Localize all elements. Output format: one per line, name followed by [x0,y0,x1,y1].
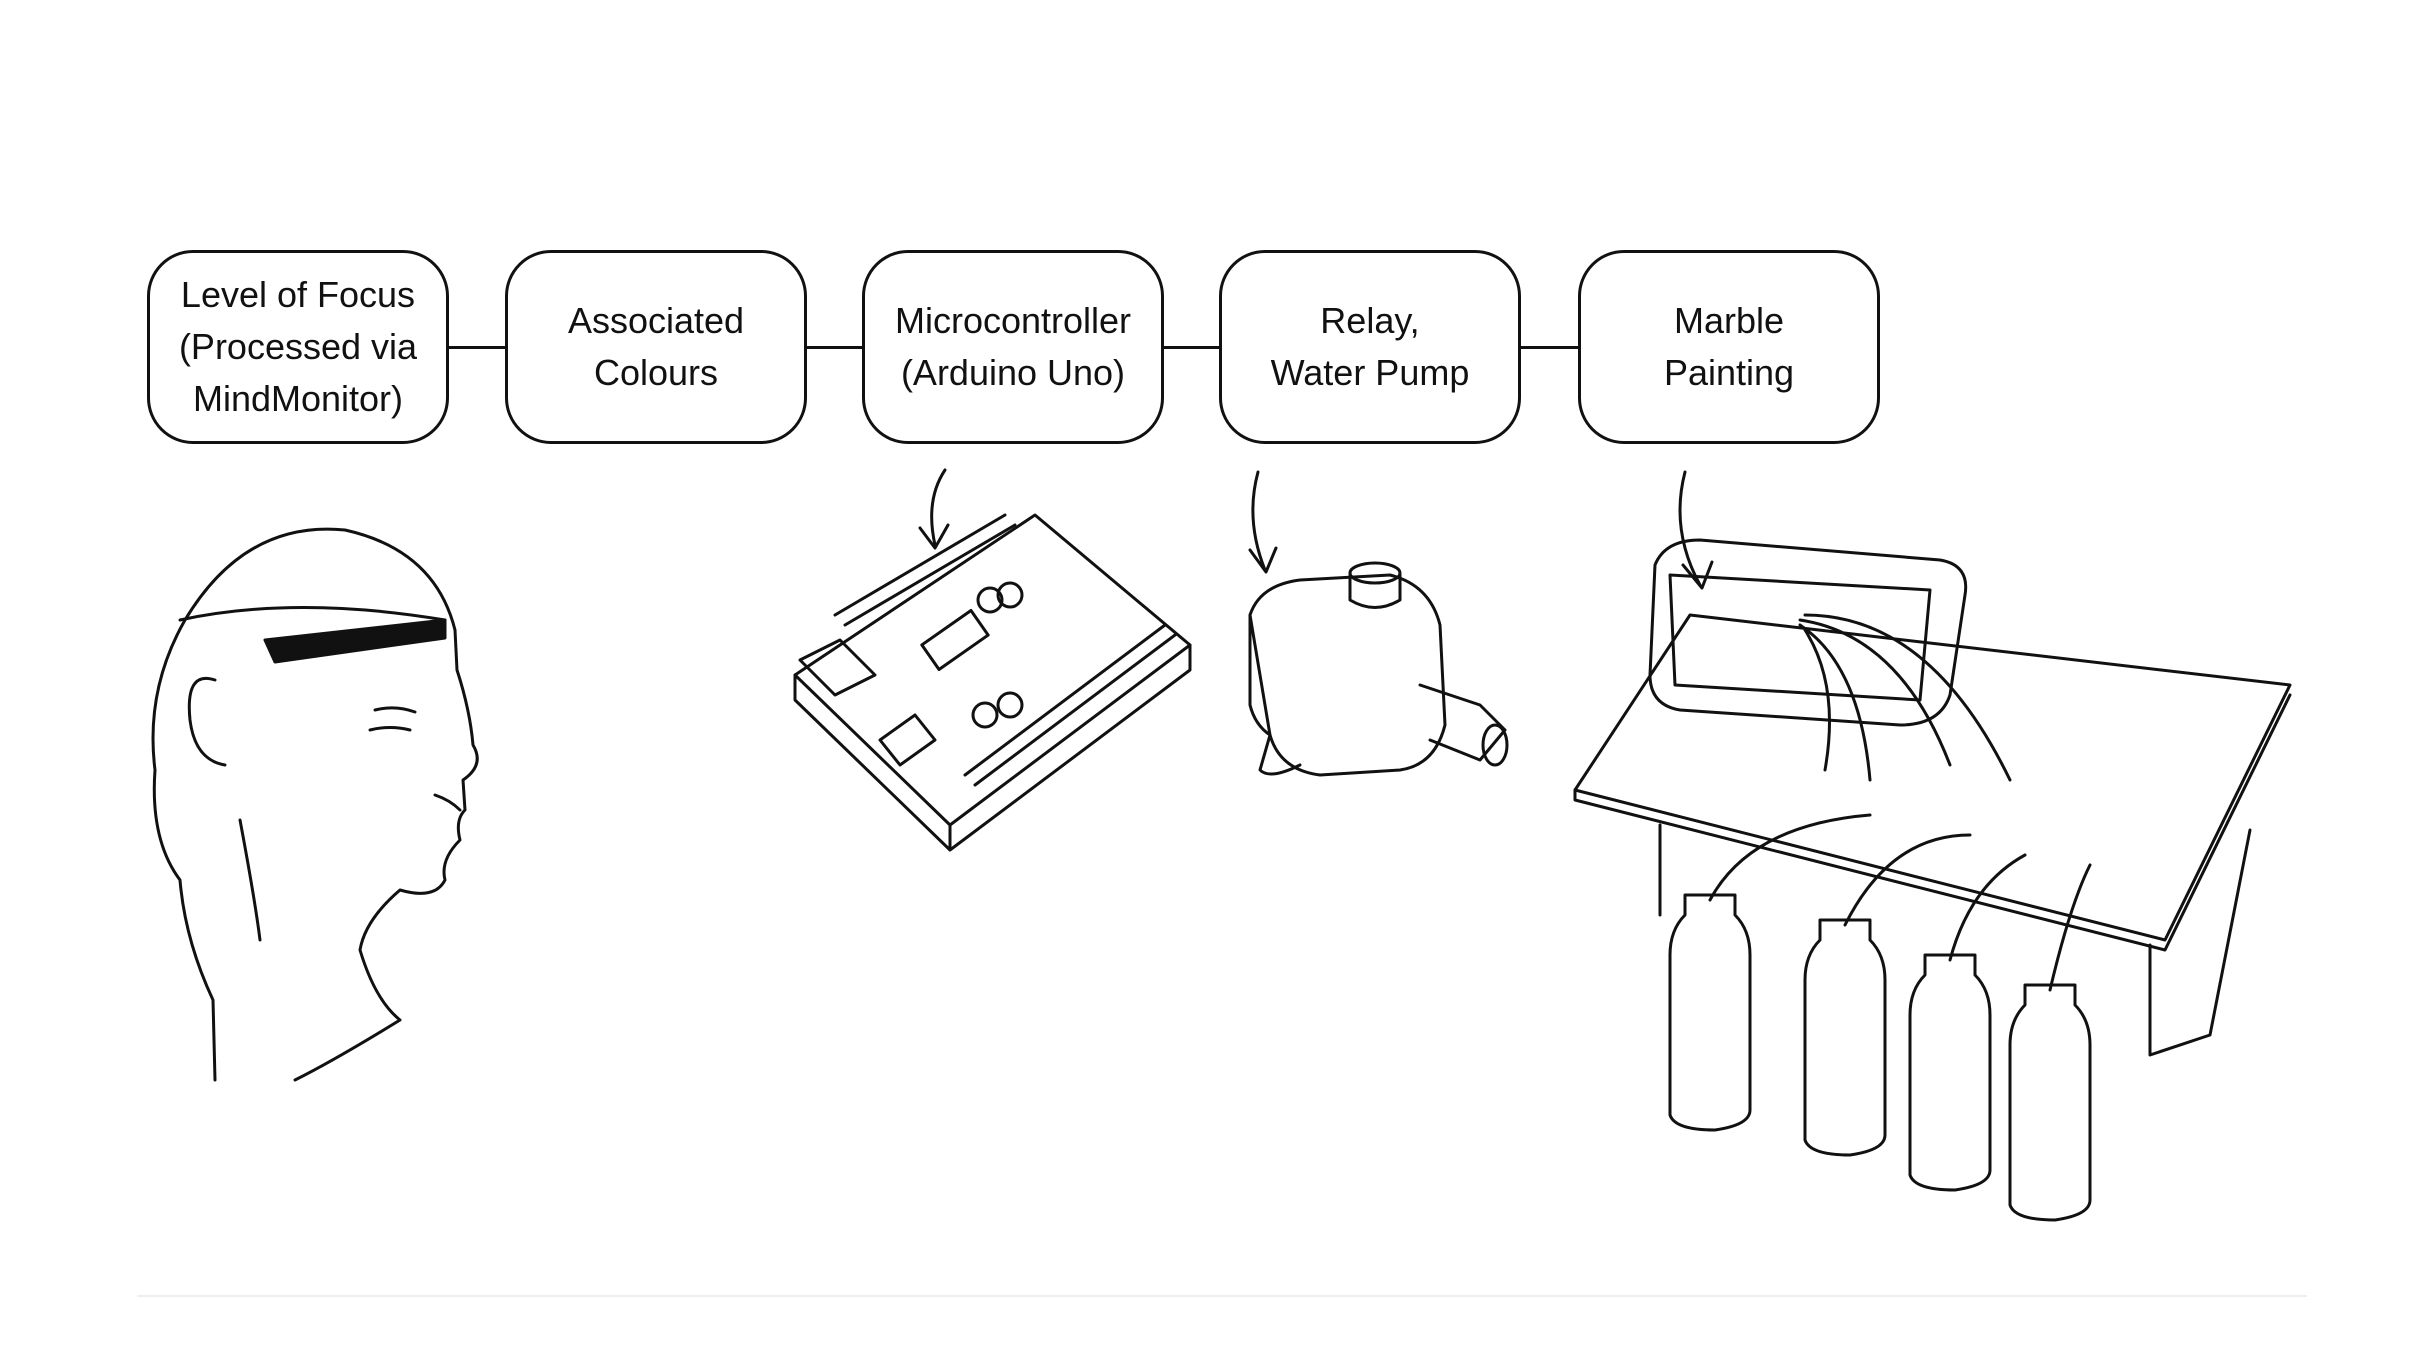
connector-line [1521,346,1581,349]
step-marble-painting: Marble Painting [1578,250,1880,444]
step-level-of-focus: Level of Focus (Processed via MindMonito… [147,250,449,444]
arrow-icon [918,468,950,550]
marble-painting-rig-illustration [1573,538,2292,1222]
connector-line [807,346,865,349]
arrow-icon [1248,470,1278,574]
connector-line [1164,346,1222,349]
head-headband-illustration [151,527,479,1082]
step-microcontroller: Microcontroller (Arduino Uno) [862,250,1164,444]
step-associated-colours: Associated Colours [505,250,807,444]
step-relay-water-pump: Relay, Water Pump [1219,250,1521,444]
connector-line [449,346,508,349]
water-pump-illustration [1248,561,1509,777]
arduino-uno-illustration [793,513,1192,852]
bottom-divider [137,1295,2307,1297]
arrow-icon [1678,470,1714,590]
